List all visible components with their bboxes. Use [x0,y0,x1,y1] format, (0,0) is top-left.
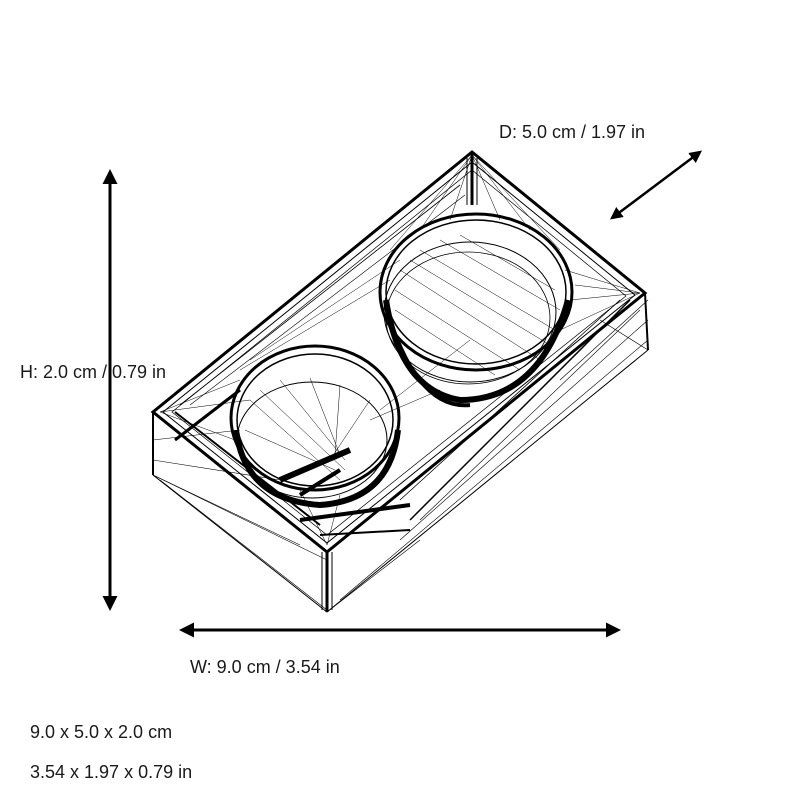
summary-imperial: 3.54 x 1.97 x 0.79 in [30,762,193,782]
width-label: W: 9.0 cm / 3.54 in [190,657,340,677]
front-cup-recess [174,344,411,536]
block-wireframe [150,150,649,613]
summary-metric: 9.0 x 5.0 x 2.0 cm [30,722,173,742]
back-cup-recess [378,212,574,408]
depth-arrow [610,150,702,220]
depth-label: D: 5.0 cm / 1.97 in [499,122,646,142]
height-label: H: 2.0 cm / 0.79 in [20,362,167,382]
surface-triangulation [159,154,641,546]
